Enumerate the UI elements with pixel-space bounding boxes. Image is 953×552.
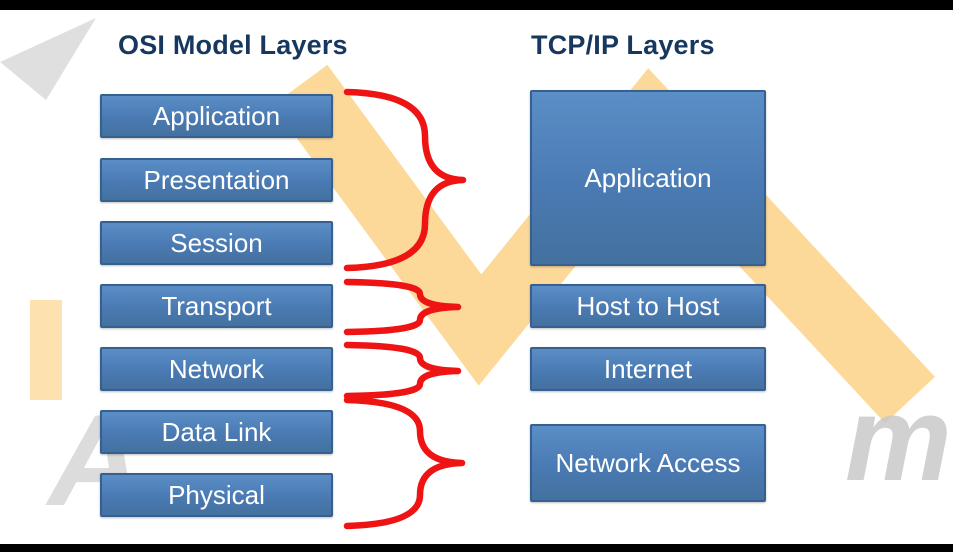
- osi-layer-presentation: Presentation: [100, 158, 333, 202]
- brace-transport-icon: [343, 278, 462, 336]
- watermark-letter-m: m: [845, 372, 952, 506]
- watermark-swoosh-icon: [0, 18, 96, 100]
- osi-layer-transport: Transport: [100, 284, 333, 328]
- watermark-stripe-icon: [30, 300, 62, 400]
- osi-layer-session: Session: [100, 221, 333, 265]
- tcpip-layer-network-access: Network Access: [530, 424, 766, 502]
- brace-application-group-icon: [343, 88, 467, 272]
- tcpip-layer-application: Application: [530, 90, 766, 266]
- osi-layer-physical: Physical: [100, 473, 333, 517]
- osi-layer-data-link: Data Link: [100, 410, 333, 454]
- tcpip-layer-host-to-host: Host to Host: [530, 284, 766, 328]
- tcpip-layer-internet: Internet: [530, 347, 766, 391]
- osi-column-header: OSI Model Layers: [118, 30, 348, 60]
- osi-layer-network: Network: [100, 347, 333, 391]
- letterbox-top-bar: [0, 0, 953, 10]
- tcpip-column-header: TCP/IP Layers: [531, 30, 715, 60]
- letterbox-bottom-bar: [0, 544, 953, 552]
- osi-layer-application: Application: [100, 94, 333, 138]
- brace-network-access-group-icon: [343, 396, 466, 530]
- brace-network-icon: [343, 341, 462, 400]
